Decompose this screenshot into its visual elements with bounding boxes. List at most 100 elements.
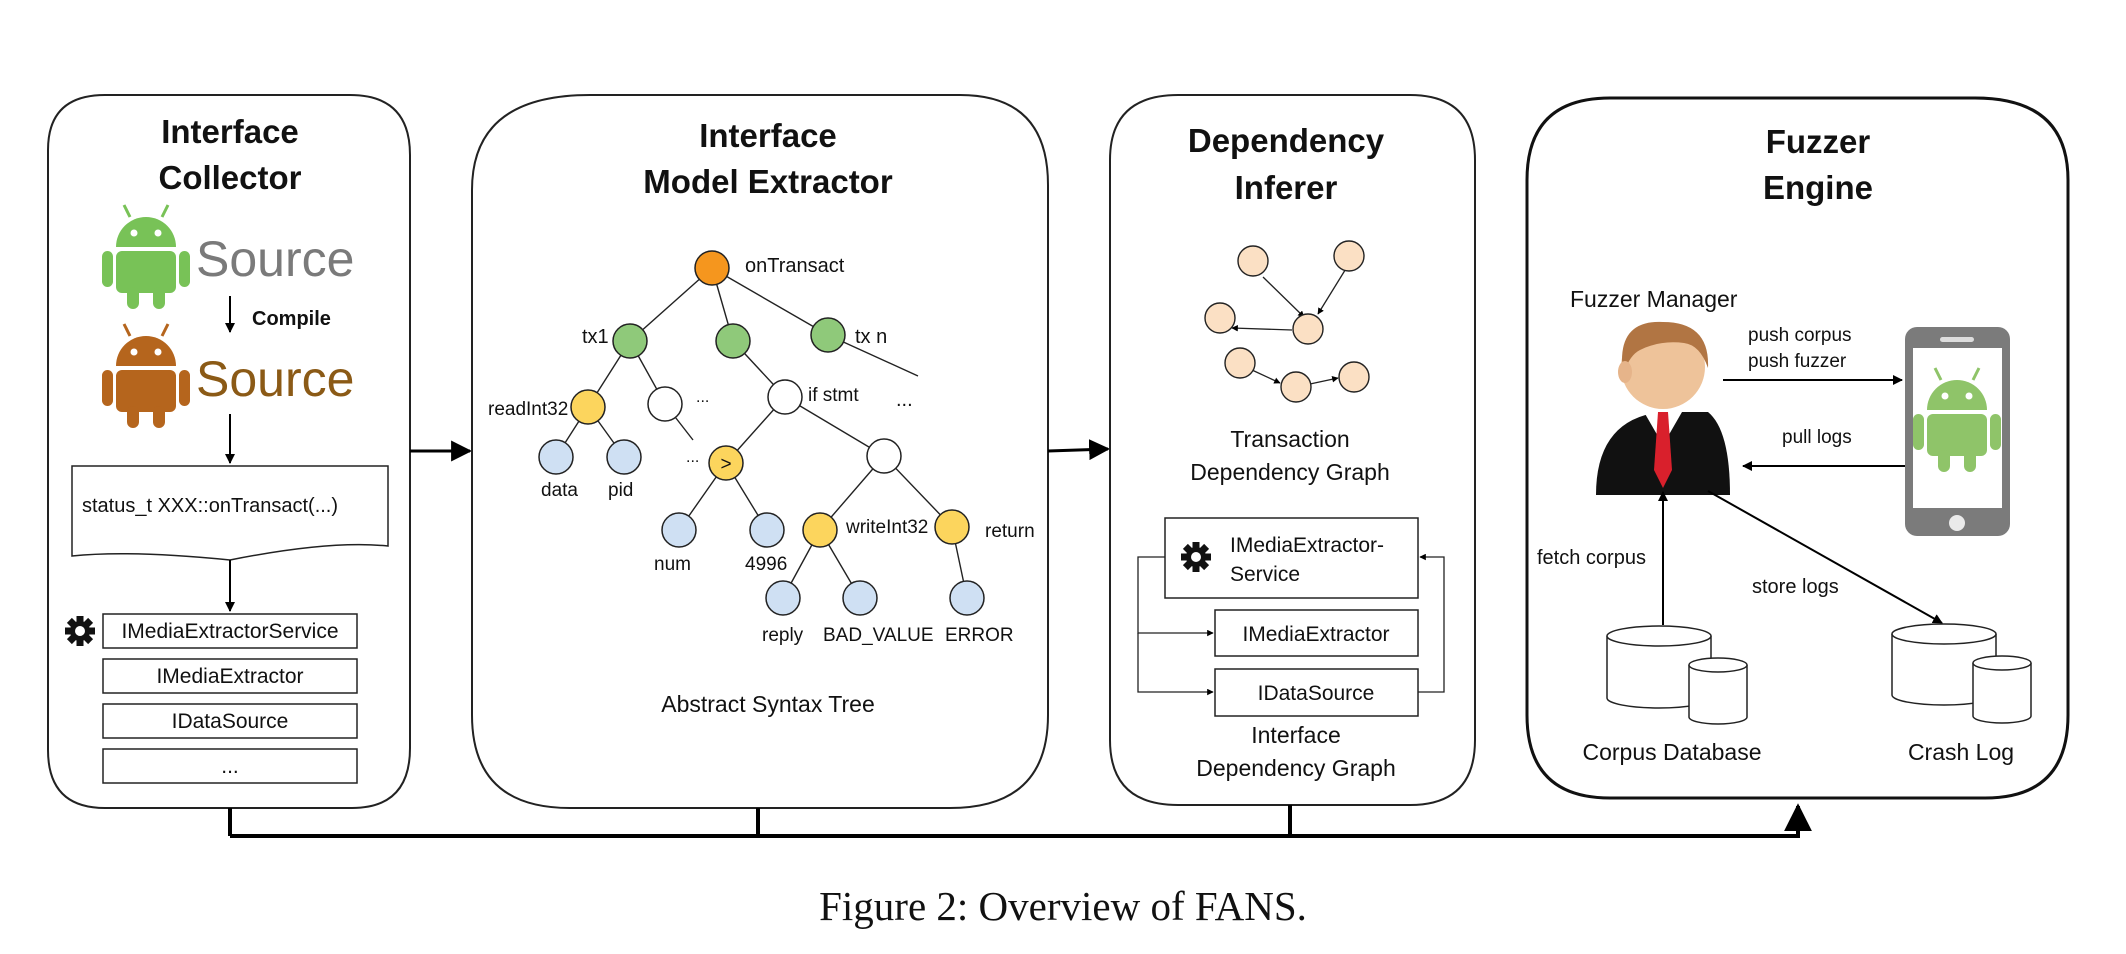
idg-box2: IMediaExtractor [1242,623,1389,646]
ast-node-reply [765,580,801,616]
tdg-node [1280,371,1312,403]
ast-label: BAD_VALUE [823,625,934,646]
interface-item: ... [221,755,239,778]
fuzzer-manager-person-icon [1596,321,1730,495]
bottom-connector [228,803,1812,838]
arrow-extractor-to-inferer [1047,439,1111,461]
ast-node-data [538,439,574,475]
push-fuzzer-label: push fuzzer [1748,351,1847,372]
ast-node-writeint [802,512,838,548]
collector-title-line1: Interface [161,113,299,150]
android-green-icon [100,203,192,311]
ast-node-num [661,512,697,548]
ast-label: readInt32 [488,399,568,420]
collector-panel-border [47,94,411,809]
interface-model-extractor-panel: Interface Model Extractor [471,94,1049,809]
ast-node-ifstmt [767,379,803,415]
ast-node-readint [570,389,606,425]
interface-item: IMediaExtractorService [121,620,338,643]
ast-node-return [934,509,970,545]
dependency-inferer-panel: Dependency Inferer Transaction Dependenc… [1109,94,1476,806]
ast-caption: Abstract Syntax Tree [661,691,874,717]
tdg-caption-line1: Transaction [1230,426,1349,452]
ast-node-txn [810,317,846,353]
ast-label: tx1 [582,326,609,348]
interface-dependency-graph: IMediaExtractor- Service IMediaExtractor… [1137,517,1445,717]
ast-edges [555,267,968,599]
tdg-node [1224,347,1256,379]
figure-caption: Figure 2: Overview of FANS. [819,883,1307,929]
tdg-node [1333,240,1365,272]
corpus-database-label: Corpus Database [1583,739,1762,765]
ast-label: if stmt [808,385,859,406]
interface-item: IDataSource [172,710,289,733]
idg-box1-line2: Service [1230,563,1300,586]
ast-label: reply [762,625,804,646]
ast-label: > [720,454,731,475]
tdg-node [1292,313,1324,345]
push-corpus-label: push corpus [1748,325,1852,346]
transaction-dependency-graph [1204,240,1370,403]
ast-label: onTransact [745,255,845,277]
idg-caption-line2: Dependency Graph [1196,755,1395,781]
gear-icon [65,616,95,646]
extractor-title-line1: Interface [699,117,837,154]
phone-device [1905,327,2010,536]
idg-box3: IDataSource [1258,682,1375,705]
code-snippet: status_t XXX::onTransact(...) [82,495,338,517]
ast-node-empty [647,386,683,422]
corpus-database-icon [1606,625,1748,725]
inferer-panel-border [1109,94,1476,806]
ast-nodes [538,250,985,616]
ast-label: tx n [855,326,887,348]
tdg-node [1204,302,1236,334]
ast-label: data [541,480,578,501]
ast-label: writeInt32 [845,517,928,538]
pull-logs-label: pull logs [1782,427,1852,448]
idg-box1-line1: IMediaExtractor- [1230,534,1384,557]
crash-log-label: Crash Log [1908,739,2014,765]
ast-node-error [949,580,985,616]
compile-label: Compile [252,308,331,330]
fuzzer-panel-border [1525,96,2070,800]
android-brown-icon [100,322,192,430]
extractor-title-line2: Model Extractor [643,163,893,200]
ast-labels: onTransact tx1 tx n ... ... if stmt read… [488,255,1035,646]
crash-log-database-icon [1891,623,2032,724]
interface-list: IMediaExtractorService IMediaExtractor I… [102,613,358,784]
ast-label: 4996 [745,554,787,575]
ast-label: ERROR [945,625,1014,646]
tdg-node [1338,361,1370,393]
ast-label: ... [696,389,709,406]
fuzzer-manager-label: Fuzzer Manager [1570,286,1738,312]
ast-node-branch [866,438,902,474]
ast-node-tx1 [612,323,648,359]
idg-caption-line1: Interface [1251,722,1341,748]
ast-label: num [654,554,691,575]
tdg-caption-line2: Dependency Graph [1190,459,1389,485]
ast-node-badvalue [842,580,878,616]
inferer-title-line1: Dependency [1188,122,1385,159]
ast-label: return [985,521,1035,542]
code-document-shape [71,465,389,561]
ast-node-const [749,512,785,548]
gear-icon [1181,542,1211,572]
ast-node-mid [715,323,751,359]
fuzzer-title-line1: Fuzzer [1766,123,1871,160]
fuzzer-engine-panel: Fuzzer Engine Fuzzer Manager push corpus… [1525,96,2070,800]
tdg-node [1237,245,1269,277]
inferer-title-line2: Inferer [1235,169,1338,206]
ast-label: ... [896,389,913,411]
ast-node-gt [708,445,744,481]
ast-label: ... [686,449,699,466]
collector-title-line2: Collector [158,159,301,196]
source-label-compiled: Source [196,351,354,407]
interface-collector-panel: Interface Collector Source Compile Sourc… [47,94,411,809]
ast-label: pid [608,480,633,501]
interface-item: IMediaExtractor [156,665,303,688]
ast-node-pid [606,439,642,475]
extractor-panel-border [471,94,1049,809]
fuzzer-title-line2: Engine [1763,169,1873,206]
ast-node-root [694,250,730,286]
